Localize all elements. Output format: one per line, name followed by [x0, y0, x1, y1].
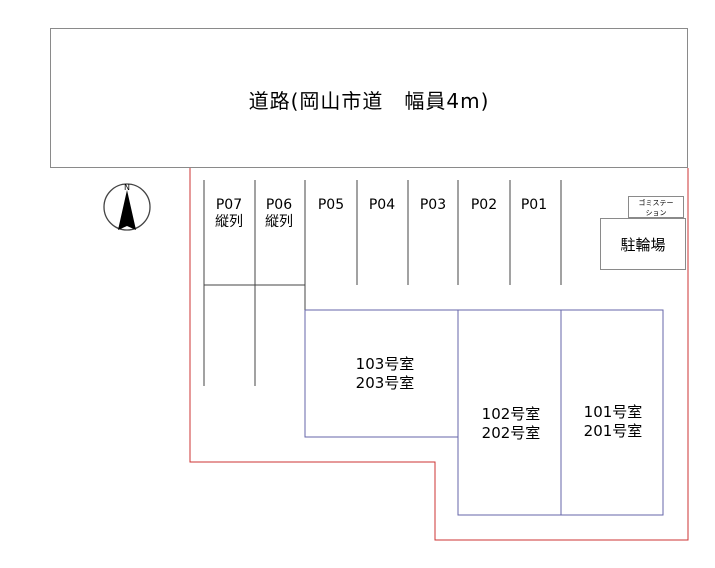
parking-id: P07 — [215, 197, 243, 213]
parking-label-p06: P06 縦列 — [254, 197, 304, 231]
unit-label-101-201: 101号室 201号室 — [568, 403, 658, 441]
unit-label-102-202: 102号室 202号室 — [466, 405, 556, 443]
road-label: 道路(岡山市道 幅員4m) — [248, 89, 490, 113]
unit-upper: 202号室 — [481, 424, 541, 442]
parking-label-p02: P02 — [459, 197, 509, 214]
parking-id: P01 — [520, 197, 548, 213]
parking-id: P02 — [470, 197, 498, 213]
parking-label-p03: P03 — [408, 197, 458, 214]
parking-label-p05: P05 — [306, 197, 356, 214]
unit-label-103-203: 103号室 203号室 — [340, 355, 430, 393]
unit-ground: 102号室 — [481, 405, 541, 423]
parking-note: 縦列 — [215, 214, 243, 230]
unit-ground: 101号室 — [583, 403, 643, 421]
unit-upper: 203号室 — [355, 374, 415, 392]
parking-id: P04 — [368, 197, 396, 213]
parking-id: P06 — [265, 197, 293, 213]
parking-id: P05 — [317, 197, 345, 213]
parking-id: P03 — [419, 197, 447, 213]
unit-upper: 201号室 — [583, 422, 643, 440]
garbage-station-label-1: ゴミステー — [638, 199, 674, 207]
unit-ground: 103号室 — [355, 355, 415, 373]
garbage-station: ゴミステー ション — [628, 196, 684, 218]
parking-note: 縦列 — [265, 214, 293, 230]
north-arrow-icon: N — [103, 183, 151, 231]
building-outline — [304, 309, 664, 516]
bicycle-parking: 駐輪場 — [600, 218, 686, 270]
property-boundary — [189, 168, 689, 541]
parking-label-p07: P07 縦列 — [204, 197, 254, 231]
north-letter: N — [124, 183, 130, 192]
road-area — [50, 28, 688, 168]
parking-label-p04: P04 — [357, 197, 407, 214]
garbage-station-label-2: ション — [645, 209, 667, 217]
parking-label-p01: P01 — [509, 197, 559, 214]
